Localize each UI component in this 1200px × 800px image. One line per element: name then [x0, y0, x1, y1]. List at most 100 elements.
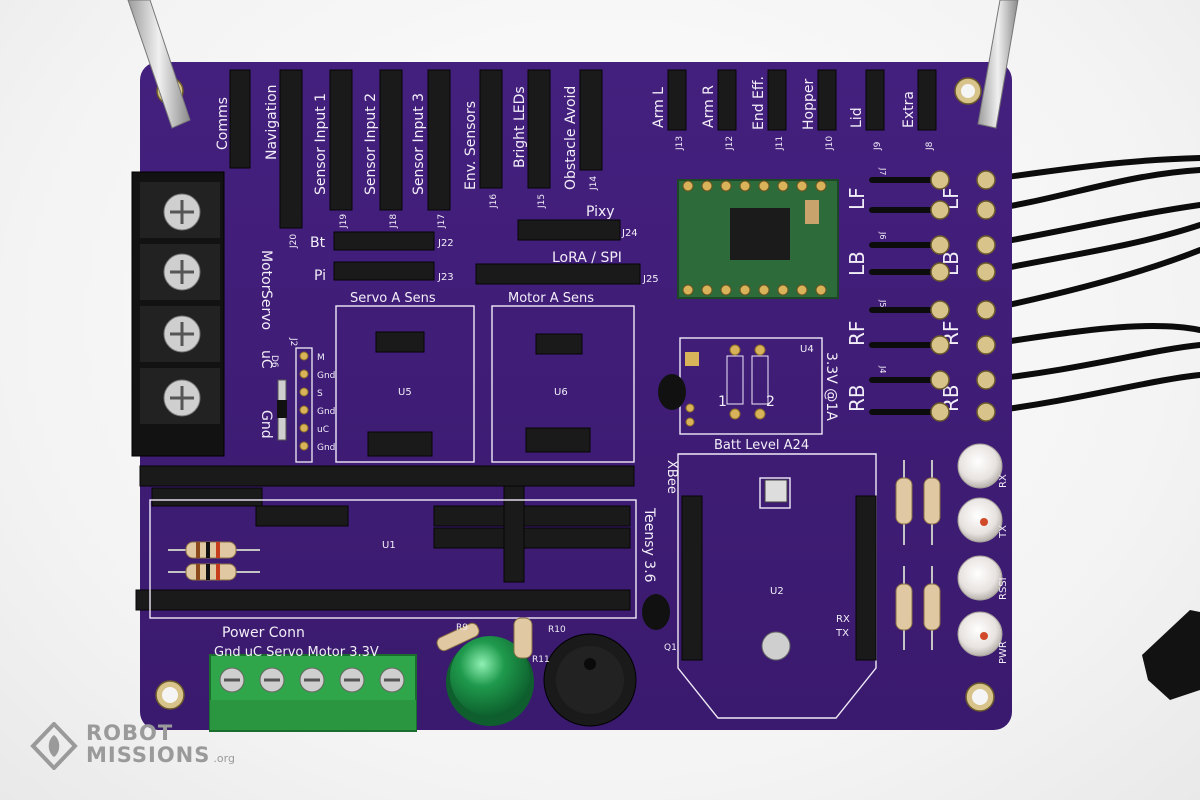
svg-text:U5: U5 — [398, 387, 412, 398]
svg-text:Q1: Q1 — [664, 643, 677, 653]
svg-text:R9: R9 — [456, 623, 468, 633]
connector-plug — [1142, 610, 1200, 700]
svg-text:J14: J14 — [589, 176, 599, 191]
brand-org: .org — [213, 752, 235, 765]
batt-divider — [658, 344, 769, 427]
u1-label: U1 — [382, 540, 396, 551]
svg-text:LF: LF — [845, 187, 869, 210]
svg-text:J24: J24 — [621, 228, 638, 239]
svg-text:Motor: Motor — [258, 250, 274, 291]
svg-text:uC: uC — [258, 350, 274, 369]
svg-text:uC: uC — [317, 425, 329, 435]
svg-text:J22: J22 — [437, 238, 454, 249]
label-arm-l: Arm L — [651, 87, 667, 128]
module-pin — [682, 284, 694, 296]
sense-connectors — [367, 331, 591, 457]
green-led — [446, 636, 534, 726]
module-pin — [701, 284, 713, 296]
label-bright-leds: Bright LEDs — [512, 86, 528, 168]
buzzer — [543, 633, 637, 727]
module-pin — [720, 180, 732, 192]
wire-pads — [869, 170, 996, 422]
label-env-sensors: Env. Sensors — [463, 101, 479, 190]
transistor-q1 — [642, 594, 670, 630]
svg-text:J8: J8 — [925, 141, 935, 151]
xbee-outline — [677, 453, 877, 719]
label-extra: Extra — [901, 91, 917, 128]
sense-labels: Servo A Sens Motor A Sens U5 U6 — [350, 291, 594, 398]
svg-text:J6: J6 — [878, 231, 887, 239]
svg-text:Motor A Sens: Motor A Sens — [508, 291, 594, 306]
svg-text:J15: J15 — [537, 194, 547, 209]
module-pin — [739, 284, 751, 296]
label-end-eff: End Eff. — [751, 76, 767, 130]
teensy-headers — [135, 465, 635, 611]
sense-boxes — [335, 305, 635, 463]
xbee-headers — [681, 479, 877, 661]
svg-text:RB: RB — [845, 384, 869, 412]
svg-text:R11: R11 — [532, 655, 550, 665]
module-pin — [815, 284, 827, 296]
svg-text:Gnd uC Servo Motor 3.3V: Gnd uC Servo Motor 3.3V — [214, 645, 379, 660]
svg-text:D6: D6 — [269, 355, 279, 368]
j2-d6-area — [277, 347, 313, 463]
svg-text:RX: RX — [998, 474, 1009, 488]
left-terminal-labels: Motor Servo uC Gnd — [258, 250, 274, 439]
svg-text:1: 1 — [718, 394, 727, 410]
label-arm-r: Arm R — [701, 85, 717, 128]
module-pin — [777, 284, 789, 296]
resistors-left — [168, 541, 260, 581]
svg-text:RF: RF — [845, 321, 869, 346]
xbee-labels: XBee U2 RX TX Q1 — [664, 460, 850, 653]
led-labels: RX TX RSSI PWR — [998, 474, 1009, 664]
batt-labels: 1 2 U4 3.3V @1A Batt Level A24 — [714, 344, 839, 453]
label-comms: Comms — [215, 97, 231, 150]
brand-line-2: MISSIONS — [86, 743, 211, 767]
label-sensor-input-1: Sensor Input 1 — [313, 93, 329, 195]
module-pin — [758, 284, 770, 296]
header-refs: J20 J19 J18 J17 J16 J15 J14 J13 J12 J11 … — [289, 136, 935, 249]
svg-text:J20: J20 — [289, 234, 299, 249]
module-pin — [682, 180, 694, 192]
svg-text:U6: U6 — [554, 387, 568, 398]
screw-terminal-left — [131, 171, 225, 457]
svg-text:XBee: XBee — [664, 460, 679, 494]
svg-text:Gnd: Gnd — [317, 443, 335, 453]
svg-text:LoRA / SPI: LoRA / SPI — [552, 250, 622, 266]
top-headers — [229, 69, 937, 229]
svg-text:R10: R10 — [548, 625, 566, 635]
svg-text:Servo: Servo — [258, 290, 274, 330]
svg-text:J25: J25 — [642, 274, 659, 285]
svg-text:3.3V @1A: 3.3V @1A — [823, 352, 839, 421]
svg-text:J12: J12 — [725, 136, 735, 151]
svg-text:J19: J19 — [339, 214, 349, 229]
svg-text:J7: J7 — [878, 167, 887, 175]
svg-text:U2: U2 — [770, 586, 784, 597]
svg-text:Power Conn: Power Conn — [222, 625, 305, 641]
svg-text:2: 2 — [766, 394, 775, 410]
svg-text:J16: J16 — [489, 194, 499, 209]
bottom-resistor-labels: R9 R10 R11 — [456, 623, 566, 665]
module-pin — [701, 180, 713, 192]
wire-refs: J7 J6 J5 J4 — [878, 167, 887, 373]
label-sensor-input-3: Sensor Input 3 — [411, 93, 427, 195]
svg-text:M: M — [317, 353, 325, 363]
driver-module — [677, 179, 839, 299]
svg-text:TX: TX — [835, 628, 849, 639]
module-pin — [739, 180, 751, 192]
wire-labels: LF LB RF RB LF LB RF RB — [845, 187, 963, 412]
svg-text:Gnd: Gnd — [317, 407, 335, 417]
svg-text:Bt: Bt — [310, 235, 326, 251]
svg-text:J5: J5 — [878, 299, 887, 307]
svg-text:J11: J11 — [775, 136, 785, 151]
brand-line-1: ROBOT — [86, 721, 174, 745]
svg-text:Batt Level A24: Batt Level A24 — [714, 438, 809, 453]
svg-text:J2: J2 — [288, 337, 298, 346]
module-pins — [682, 180, 827, 296]
power-terminal — [209, 654, 417, 732]
label-lid: Lid — [849, 107, 865, 128]
svg-text:J17: J17 — [437, 214, 447, 229]
svg-text:Pi: Pi — [314, 268, 326, 284]
svg-text:J18: J18 — [389, 214, 399, 229]
